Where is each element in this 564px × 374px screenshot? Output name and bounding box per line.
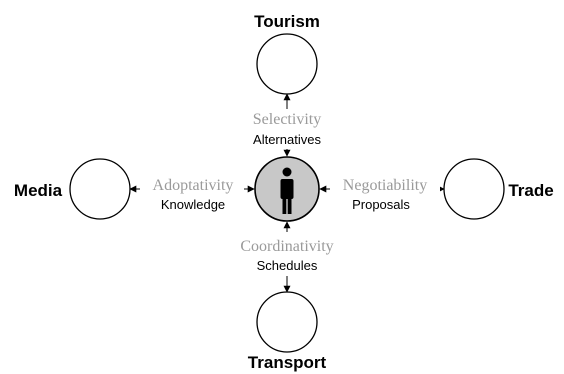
link-label-left: Adoptativity Knowledge [153,177,234,212]
node-circle [256,291,318,353]
node-media: Media [14,158,131,220]
link-attribute: Selectivity [253,111,321,128]
node-transport: Transport [248,291,327,372]
link-attribute: Adoptativity [153,177,234,194]
node-trade: Trade [443,158,554,220]
node-circle [256,33,318,95]
link-item: Schedules [257,258,318,273]
node-title: Transport [248,353,327,372]
link-attribute: Coordinativity [240,238,333,255]
node-title: Tourism [254,12,320,31]
link-label-right: Negotiability Proposals [343,177,427,212]
link-label-top: Selectivity Alternatives [253,111,322,147]
node-title: Media [14,181,63,200]
link-label-bottom: Coordinativity Schedules [240,238,333,273]
person-icon [280,167,294,214]
link-item: Alternatives [253,132,321,147]
node-circle [69,158,131,220]
link-item: Proposals [352,197,410,212]
node-tourism: Tourism [254,12,320,95]
link-item: Knowledge [161,197,225,212]
node-circle [443,158,505,220]
link-attribute: Negotiability [343,177,427,194]
center-agent-node [254,156,320,222]
node-title: Trade [508,181,553,200]
